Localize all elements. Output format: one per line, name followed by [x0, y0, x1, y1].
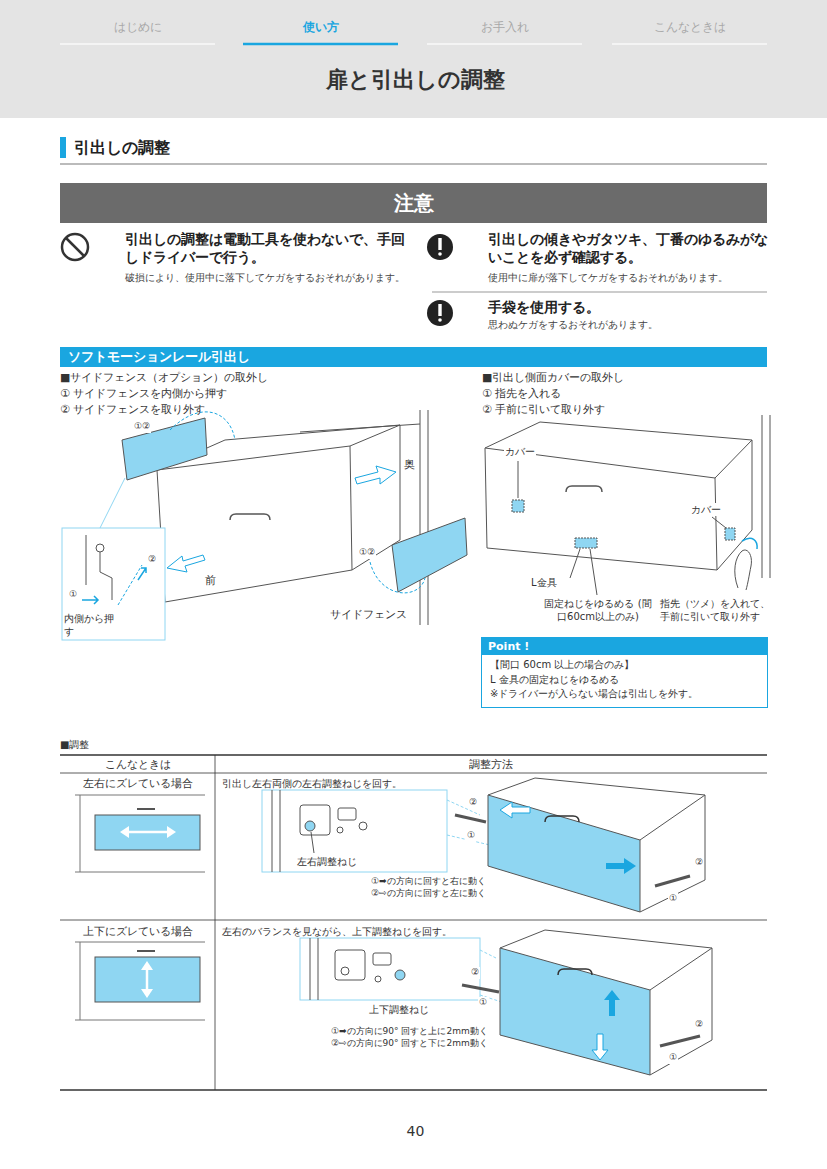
callout-number: ① — [466, 830, 476, 842]
page-title: 扉と引出しの調整 — [2, 66, 827, 95]
point-box: Point ! 【間口 60cm 以上の場合のみ】L 金具の固定ねじをゆるめる※ド… — [481, 637, 768, 708]
table-cell: 調整方法 — [215, 758, 767, 772]
part-label: 上下調整ねじ — [368, 1003, 430, 1016]
caution-note: 思わぬケガをするおそれがあります。 — [488, 318, 658, 331]
instruction-text: ② 手前に引いて取り外す — [482, 403, 605, 417]
callout-number: ② — [470, 967, 480, 979]
node-heading: 注意 — [394, 190, 434, 217]
note-text: 引出し左右両側の左右調整ねじを回す。 — [222, 777, 402, 790]
caution-banner: 注意 — [60, 183, 767, 223]
vertical-adjust-illustration — [300, 930, 712, 1075]
shift-thumbnail — [75, 795, 205, 1020]
instruction-text: 奥 — [404, 458, 415, 472]
table-cell: 上下にズレている場合 — [60, 925, 215, 939]
lateral-adjust-illustration — [262, 778, 705, 912]
prohibit-icon — [62, 234, 88, 260]
node-heading: ソフトモーションレール引出し — [68, 348, 250, 366]
callout-number: ②⇨の方向に回すと左に動く — [370, 888, 487, 900]
callout-number: ① — [68, 589, 78, 601]
section-band: ソフトモーションレール引出し — [60, 347, 767, 367]
node-heading: Point ! — [482, 638, 767, 655]
table-cell: こんなときは — [60, 758, 215, 772]
nav-tab: お手入れ — [427, 20, 582, 36]
instruction-text: ■サイドフェンス（オプション）の取外し — [60, 371, 268, 385]
callout-number: ① — [478, 997, 488, 1009]
caution-item: 引出しの調整は電動工具を使わないで、手回しドライバーで行う。 — [125, 231, 415, 266]
nav-tab: こんなときは — [612, 20, 767, 36]
callout-number: ②⇨の方向に90° 回すと下に2mm動く — [330, 1038, 489, 1050]
instruction-text: ① サイドフェンスを内側から押す — [60, 387, 227, 401]
instruction-text: 前 — [205, 574, 216, 588]
instruction-text: ① 指先を入れる — [482, 387, 561, 401]
instruction-text: サイドフェンス — [330, 608, 407, 622]
instruction-text: ② サイドフェンスを取り外す — [60, 403, 205, 417]
caution-note: 破損により、使用中に落下してケガをするおそれがあります。 — [125, 271, 415, 284]
callout-number: ② — [694, 857, 704, 869]
callout-number: ② — [694, 1019, 704, 1031]
part-label: カバー — [504, 445, 536, 458]
adjustment-table — [60, 755, 767, 1090]
callout-number: ①➡の方向に90° 回すと上に2mm動く — [330, 1026, 489, 1038]
part-label: 固定ねじをゆるめる (間口60cm以上のみ) — [542, 597, 654, 623]
section-heading: 引出しの調整 — [74, 138, 170, 159]
callout-number: ①② — [358, 547, 376, 559]
nav-tab-active: 使い方 — [243, 20, 398, 36]
note-text: ■調整 — [60, 738, 89, 751]
nav-tab: はじめに — [60, 20, 215, 36]
callout-number: ① — [668, 1052, 678, 1064]
callout-number: ①② — [133, 421, 151, 433]
table-cell: 左右にズレている場合 — [60, 777, 215, 791]
part-label: カバー — [690, 503, 722, 516]
page-number: 40 — [2, 1122, 827, 1140]
instruction-text: ■引出し側面カバーの取外し — [482, 371, 624, 385]
mandatory-icon — [427, 234, 453, 326]
caution-item: 引出しの傾きやガタツキ、丁番のゆるみがないことを必ず確認する。 — [488, 231, 778, 266]
callout-number: ② — [468, 797, 478, 809]
side-fence-illustration — [62, 410, 467, 640]
note-text: 左右のバランスを見ながら、上下調整ねじを回す。 — [222, 925, 452, 938]
node-body: ※ドライバーが入らない場合は引出しを外す。 — [482, 687, 767, 702]
part-label: L金具 — [530, 576, 558, 589]
side-cover-illustration — [485, 415, 770, 595]
callout-number: ① — [668, 893, 678, 905]
caution-note: 使用中に扉が落下してケガをするおそれがあります。 — [488, 271, 778, 284]
caution-item: 手袋を使用する。 — [488, 299, 600, 317]
note-text: 指先（ツメ）を入れて、手前に引いて取り外す — [660, 597, 772, 623]
node-body: L 金具の固定ねじをゆるめる — [482, 673, 767, 688]
part-label: 左右調整ねじ — [296, 855, 358, 868]
callout-number: ② — [147, 554, 157, 566]
node-body: 【間口 60cm 以上の場合のみ】 — [482, 658, 767, 673]
callout-number: ①➡の方向に回すと右に動く — [370, 876, 487, 888]
note-text: 内側から押す — [64, 612, 114, 638]
